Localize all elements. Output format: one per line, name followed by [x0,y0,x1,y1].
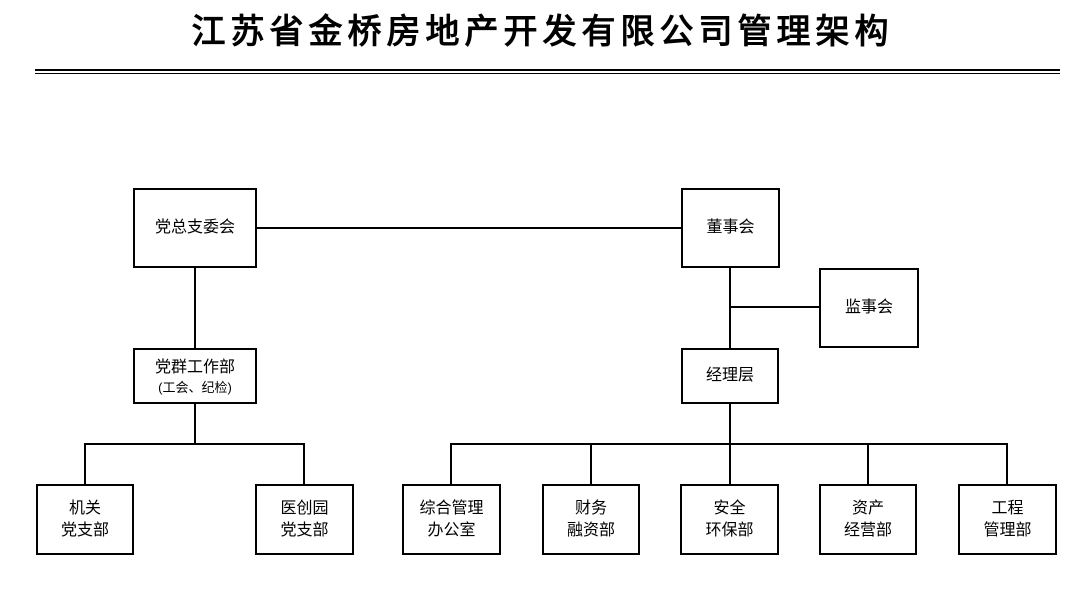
node-label-line2: 办公室 [427,521,476,539]
node-label: 党总支委会 [154,219,235,236]
node-general-management-office: 综合管理 办公室 [402,484,501,555]
node-label: 监事会 [844,299,893,316]
connector-board-to-supervisors [730,306,819,308]
node-board-of-directors: 董事会 [681,188,780,268]
connector-pmwd-down [194,404,196,445]
node-yichuangyuan-party-branch: 医创园 党支部 [255,484,354,555]
node-management-team: 经理层 [681,348,779,404]
connector-party-to-pmwd [194,268,196,348]
node-label: 董事会 [706,219,755,236]
node-label-line1: 工程 [991,499,1024,517]
node-label-line2: 管理部 [983,521,1032,539]
node-board-of-supervisors: 监事会 [819,268,919,348]
node-label-line2: 党支部 [60,521,109,539]
title-double-rule [35,69,1060,74]
connector-stub-safety [729,443,731,484]
node-asset-operation-dept: 资产 经营部 [819,484,917,555]
node-safety-environment-dept: 安全 环保部 [680,484,779,555]
node-finance-financing-dept: 财务 融资部 [542,484,640,555]
node-label-line1: 资产 [851,499,884,517]
connector-left-rail [84,443,305,445]
node-label-line1: 机关 [68,499,101,517]
node-label: 经理层 [705,367,754,384]
node-label-line1: 医创园 [280,499,329,517]
connector-stub-asset [867,443,869,484]
connector-stub-finance [590,443,592,484]
connector-board-to-management [729,268,731,348]
node-engineering-management-dept: 工程 管理部 [958,484,1057,555]
connector-management-down [729,404,731,445]
node-party-committee: 党总支委会 [133,188,257,268]
node-label-line2: 融资部 [566,521,615,539]
connector-stub-organ-branch [84,443,86,484]
node-sublabel: (工会、纪检) [158,379,232,395]
node-organ-party-branch: 机关 党支部 [36,484,134,555]
node-label: 党群工作部 [154,358,235,376]
node-label-line2: 环保部 [705,521,754,539]
connector-stub-general-office [450,443,452,484]
node-label-line2: 党支部 [280,521,329,539]
node-party-mass-work-dept: 党群工作部 (工会、纪检) [133,348,257,404]
connector-party-board [257,227,681,229]
page-title: 江苏省金桥房地产开发有限公司管理架构 [191,14,894,51]
node-label-line1: 综合管理 [419,499,484,517]
node-label-line2: 经营部 [843,521,892,539]
node-label-line1: 财务 [574,499,607,517]
connector-stub-ycy-branch [303,443,305,484]
node-label-line1: 安全 [713,499,746,517]
connector-stub-engineering [1006,443,1008,484]
